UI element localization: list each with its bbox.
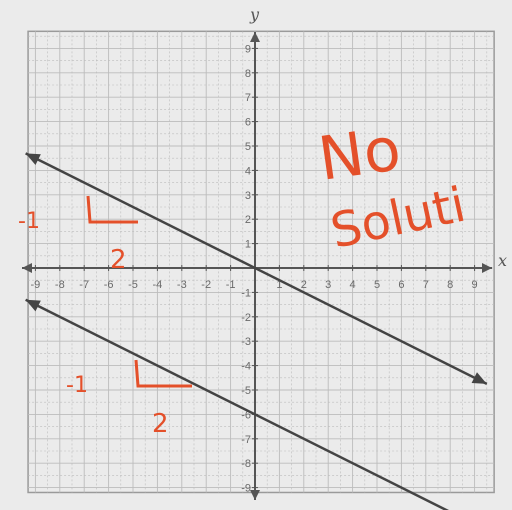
x-tick-label: -2	[201, 279, 211, 291]
x-tick-label: -4	[153, 279, 163, 291]
x-tick-label: -5	[128, 279, 138, 291]
y-axis-label: y	[249, 5, 260, 24]
x-tick-label: -8	[55, 279, 65, 291]
y-axis-arrow-down	[250, 490, 260, 500]
y-tick-label: -1	[241, 287, 251, 299]
x-axis-arrow-left	[22, 263, 32, 273]
line-1-arrow-start	[25, 153, 41, 165]
slope2-run: 2	[152, 409, 169, 439]
slope2-rise: -1	[66, 373, 88, 398]
y-tick-label: -6	[241, 409, 251, 421]
y-tick-label: 1	[245, 239, 251, 251]
x-tick-label: 5	[374, 279, 380, 291]
y-tick-label: 9	[245, 43, 251, 55]
y-tick-label: 5	[245, 141, 251, 153]
x-tick-label: 7	[423, 279, 429, 291]
x-tick-label: 6	[398, 279, 404, 291]
x-tick-label: -9	[31, 279, 41, 291]
plotted-line-2	[25, 298, 449, 510]
x-tick-label: -3	[177, 279, 187, 291]
y-tick-label: -5	[241, 385, 251, 397]
line-1-arrow-end	[471, 372, 487, 384]
y-tick-label: 7	[245, 92, 251, 104]
slope1-triangle-mark	[86, 195, 138, 224]
x-tick-label: 3	[325, 279, 331, 291]
x-tick-label: -1	[226, 279, 236, 291]
line-2-arrow-start	[25, 299, 41, 312]
y-tick-label: -9	[241, 483, 251, 495]
y-tick-label: -4	[241, 361, 251, 373]
answer-line-1: No	[314, 114, 405, 195]
x-tick-label: -7	[79, 279, 89, 291]
x-axis-arrow-right	[482, 263, 492, 273]
y-tick-label: 4	[245, 165, 251, 177]
x-tick-label: 8	[447, 279, 453, 291]
x-tick-label: 1	[276, 279, 282, 291]
slope2-triangle-mark	[134, 359, 192, 388]
plotted-line-1	[25, 152, 488, 386]
y-tick-label: 3	[245, 190, 251, 202]
y-tick-label: 6	[245, 117, 251, 129]
x-axis-label: x	[498, 251, 507, 270]
y-tick-label: 8	[245, 68, 251, 80]
axes	[22, 32, 492, 500]
grid-border	[27, 30, 495, 494]
y-tick-label: -2	[241, 312, 251, 324]
grid	[27, 30, 495, 494]
x-tick-label: -6	[104, 279, 114, 291]
slope1-rise: -1	[18, 209, 40, 234]
y-tick-label: -7	[241, 434, 251, 446]
y-axis-arrow-up	[250, 32, 260, 42]
x-tick-label: 4	[350, 279, 356, 291]
y-tick-label: 2	[245, 214, 251, 226]
slope1-run: 2	[110, 245, 127, 275]
x-tick-label: 9	[472, 279, 478, 291]
tick-labels: -9 -8 -7 -6 -5 -4 -3 -2 -1 1 2 3 4 5 6 7 8 9 9 8 7 6 5 4 3 2 1 -1 -2…	[31, 43, 478, 494]
x-tick-label: 2	[301, 279, 307, 291]
y-tick-label: -8	[241, 458, 251, 470]
plotted-lines	[25, 152, 488, 510]
y-tick-label: -3	[241, 336, 251, 348]
